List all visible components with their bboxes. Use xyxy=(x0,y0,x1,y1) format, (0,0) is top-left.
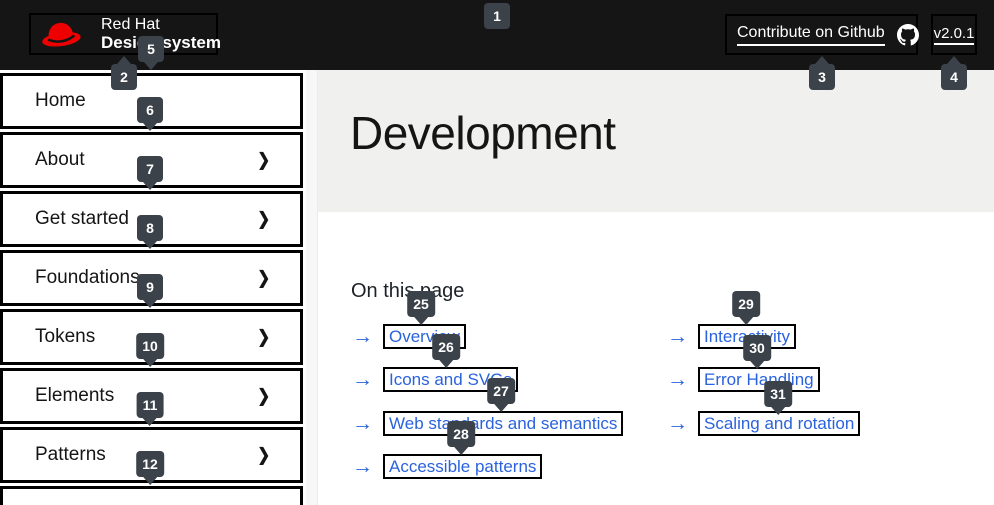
sidebar-item-partial[interactable] xyxy=(0,486,303,505)
som-badge-8: 8 xyxy=(137,215,163,249)
toc-row: → Interactivity xyxy=(667,323,796,349)
arrow-right-icon: → xyxy=(667,324,688,348)
som-badge-1: 1 xyxy=(484,3,510,29)
toc-link-web-standards[interactable]: Web standards and semantics xyxy=(389,413,618,433)
logo-text-line1: Red Hat xyxy=(101,15,160,33)
som-badge-30: 30 xyxy=(743,335,771,369)
som-badge-3: 3 xyxy=(809,56,835,90)
som-badge-26: 26 xyxy=(432,334,460,368)
toc-link-accessible-patterns[interactable]: Accessible patterns xyxy=(389,456,537,476)
version-link[interactable]: v2.0.1 xyxy=(931,14,977,55)
sidebar-scrollbar[interactable] xyxy=(306,70,318,505)
version-label: v2.0.1 xyxy=(933,25,975,45)
som-badge-25: 25 xyxy=(407,291,435,325)
chevron-right-icon: ❯ xyxy=(257,209,270,230)
arrow-right-icon: → xyxy=(352,367,373,391)
github-icon xyxy=(896,23,919,45)
sidebar-item-label: Elements xyxy=(35,385,115,406)
sidebar-item-label: Get started xyxy=(35,208,129,229)
redhat-logo-icon xyxy=(42,22,81,47)
toc-row: → Web standards and semantics xyxy=(352,410,624,436)
chevron-right-icon: ❯ xyxy=(257,150,270,171)
som-badge-6: 6 xyxy=(137,97,163,131)
arrow-right-icon: → xyxy=(352,411,373,435)
chevron-right-icon: ❯ xyxy=(257,327,270,348)
toc-row: → Scaling and rotation xyxy=(667,410,861,436)
sidebar-item-label: Patterns xyxy=(35,444,106,465)
sidebar-item-label: Foundations xyxy=(35,267,140,288)
toc-link-icons-and-svgs[interactable]: Icons and SVGs xyxy=(389,369,512,389)
page-hero: Development xyxy=(318,70,994,212)
som-badge-2: 2 xyxy=(111,56,137,90)
som-badge-4: 4 xyxy=(941,56,967,90)
chevron-right-icon: ❯ xyxy=(257,445,270,466)
som-badge-31: 31 xyxy=(764,381,792,415)
som-badge-27: 27 xyxy=(487,378,515,412)
contribute-label: Contribute on Github xyxy=(737,24,885,46)
sidebar-item-label: Tokens xyxy=(35,326,96,347)
som-badge-29: 29 xyxy=(732,291,760,325)
som-badge-9: 9 xyxy=(137,274,163,308)
chevron-right-icon: ❯ xyxy=(257,386,270,407)
arrow-right-icon: → xyxy=(667,367,688,391)
toc-link-error-handling[interactable]: Error Handling xyxy=(704,369,814,389)
som-badge-28: 28 xyxy=(447,421,475,455)
arrow-right-icon: → xyxy=(352,324,373,348)
logo-link[interactable]: Red Hat Design system xyxy=(29,13,221,55)
arrow-right-icon: → xyxy=(667,411,688,435)
chevron-right-icon: ❯ xyxy=(257,268,270,289)
som-badge-11: 11 xyxy=(136,392,164,426)
contribute-link[interactable]: Contribute on Github xyxy=(725,14,919,55)
sidebar-item-label: Home xyxy=(35,90,86,111)
arrow-right-icon: → xyxy=(352,454,373,478)
sidebar-item-label: About xyxy=(35,149,85,170)
main-content: Development On this page → Overview → Ic… xyxy=(318,70,994,505)
toc-row: → Accessible patterns xyxy=(352,453,543,479)
som-badge-7: 7 xyxy=(137,156,163,190)
toc-row: → Error Handling xyxy=(667,366,820,392)
som-badge-12: 12 xyxy=(136,451,164,485)
page-title: Development xyxy=(350,107,616,159)
som-badge-10: 10 xyxy=(136,333,164,367)
toc-link-scaling-rotation[interactable]: Scaling and rotation xyxy=(704,413,855,433)
som-badge-5: 5 xyxy=(138,36,164,70)
